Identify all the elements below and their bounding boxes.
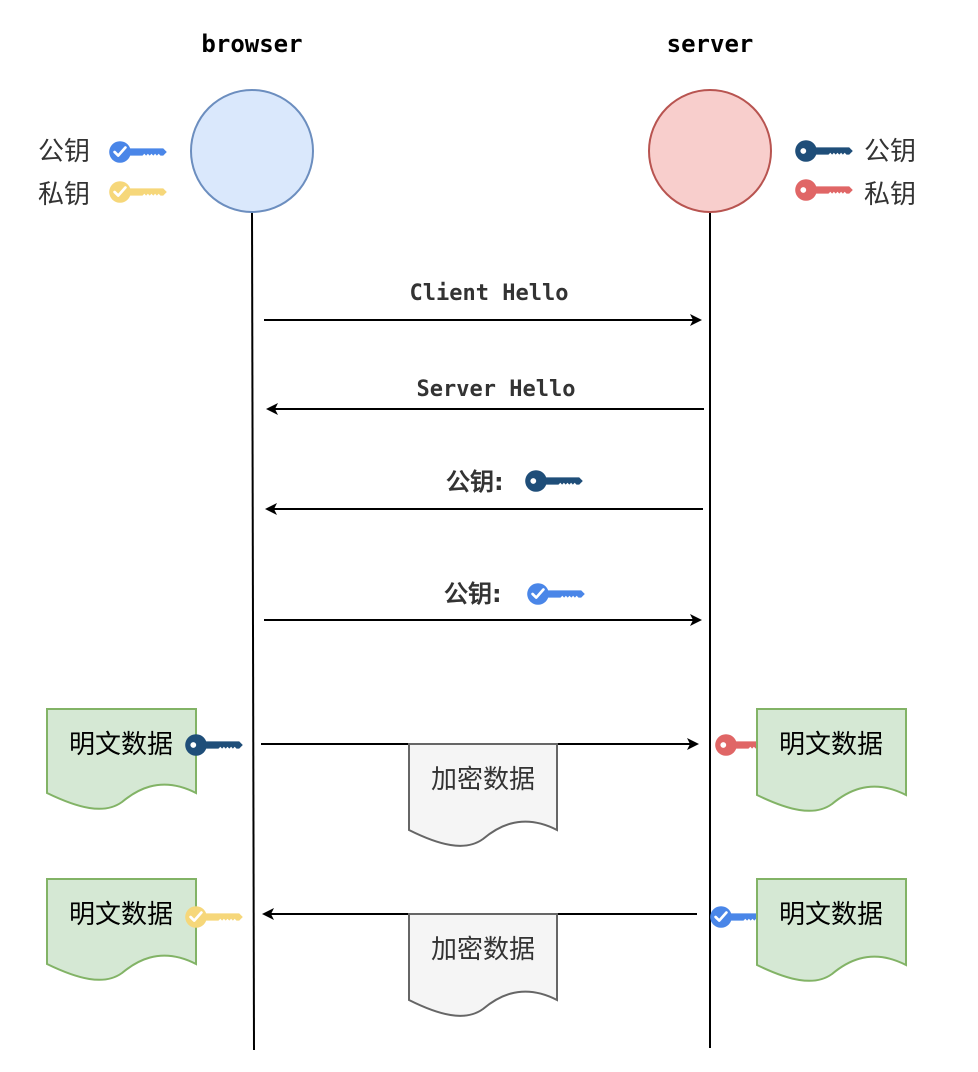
server-hello-label: Server Hello: [417, 377, 576, 402]
server-public-key-label: 公钥: [864, 137, 916, 167]
server-private-key-label: 私钥: [864, 180, 916, 210]
server-public-key-message-label: 公钥:: [446, 468, 504, 496]
ciphertext-doc-2: 加密数据: [408, 913, 558, 1017]
browser-node: [190, 89, 314, 213]
ciphertext-label-1: 加密数据: [431, 765, 535, 795]
browser-public-key-icon: [107, 139, 169, 165]
browser-private-key-icon: [107, 179, 169, 205]
server-public-key-icon: [795, 140, 853, 162]
browser-plaintext-label-1: 明文数据: [69, 730, 173, 760]
server-public-key-message-icon: [525, 470, 583, 492]
server-plaintext-label-1: 明文数据: [779, 730, 883, 760]
server-plaintext-label-2: 明文数据: [779, 900, 883, 930]
server-node: [648, 89, 772, 213]
ciphertext-doc-1: 加密数据: [408, 743, 558, 847]
server-plaintext-doc-2: 明文数据: [756, 878, 907, 982]
browser-public-key-label: 公钥: [38, 137, 90, 167]
browser-plaintext-label-2: 明文数据: [69, 900, 173, 930]
client-hello-label: Client Hello: [410, 281, 569, 306]
browser-public-key-message-label: 公钥:: [444, 580, 502, 608]
browser-public-key-message-icon: [525, 581, 587, 607]
browser-plaintext-doc-1: 明文数据: [46, 708, 197, 810]
server-private-key-icon: [795, 179, 853, 201]
browser-private-key-decrypt-icon: [183, 904, 245, 930]
browser-label: browser: [201, 30, 302, 58]
browser-plaintext-doc-2: 明文数据: [46, 878, 197, 981]
server-plaintext-doc-1: 明文数据: [756, 708, 907, 812]
server-label: server: [667, 30, 754, 58]
server-public-key-encrypt-icon: [185, 734, 243, 756]
browser-lifeline: [251, 210, 255, 1051]
ciphertext-label-2: 加密数据: [431, 935, 535, 965]
browser-private-key-label: 私钥: [38, 180, 90, 210]
